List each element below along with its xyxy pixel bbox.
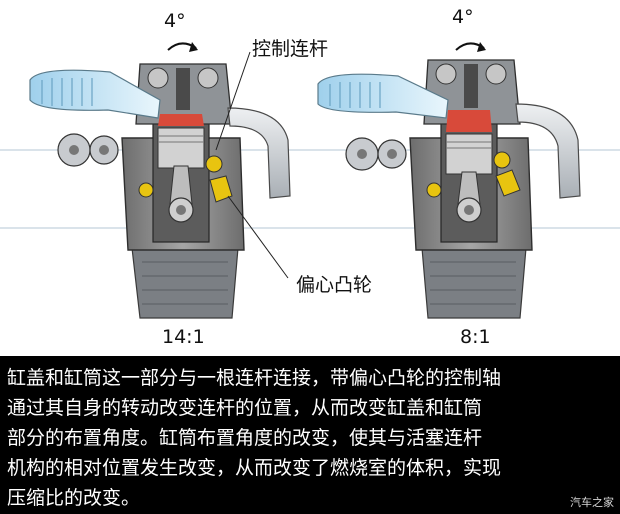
caption-line: 压缩比的改变。 xyxy=(7,487,141,509)
caption-line: 机构的相对位置发生改变，从而改变了燃烧室的体积，实现 xyxy=(7,457,502,479)
control-rod-label: 控制连杆 xyxy=(252,38,329,60)
right-engine xyxy=(317,42,581,319)
caption-text: 缸盖和缸筒这一部分与一根连杆连接，带偏心凸轮的控制轴 通过其自身的转动改变连杆的… xyxy=(7,363,615,513)
left-rotation-label: 4° xyxy=(164,10,186,32)
right-rotation-label: 4° xyxy=(452,6,474,28)
eccentric-cam-leader-line xyxy=(227,195,289,279)
eccentric-cam-label: 偏心凸轮 xyxy=(296,274,373,296)
left-engine xyxy=(29,42,291,319)
caption-panel: 缸盖和缸筒这一部分与一根连杆连接，带偏心凸轮的控制轴 通过其自身的转动改变连杆的… xyxy=(0,356,620,514)
engine-illustration xyxy=(0,42,620,319)
left-compression-ratio: 14:1 xyxy=(162,326,205,348)
caption-line: 通过其自身的转动改变连杆的位置，从而改变缸盖和缸筒 xyxy=(7,397,483,419)
engine-comparison-figure: 4° 4° 控制连杆 偏心凸轮 14:1 8:1 xyxy=(0,6,620,348)
caption-line: 缸盖和缸筒这一部分与一根连杆连接，带偏心凸轮的控制轴 xyxy=(7,367,502,389)
watermark: 汽车之家 xyxy=(570,496,614,509)
right-compression-ratio: 8:1 xyxy=(460,326,491,348)
caption-line: 部分的布置角度。缸筒布置角度的改变，使其与活塞连杆 xyxy=(7,427,483,449)
control-rod-leader-line xyxy=(215,51,251,151)
